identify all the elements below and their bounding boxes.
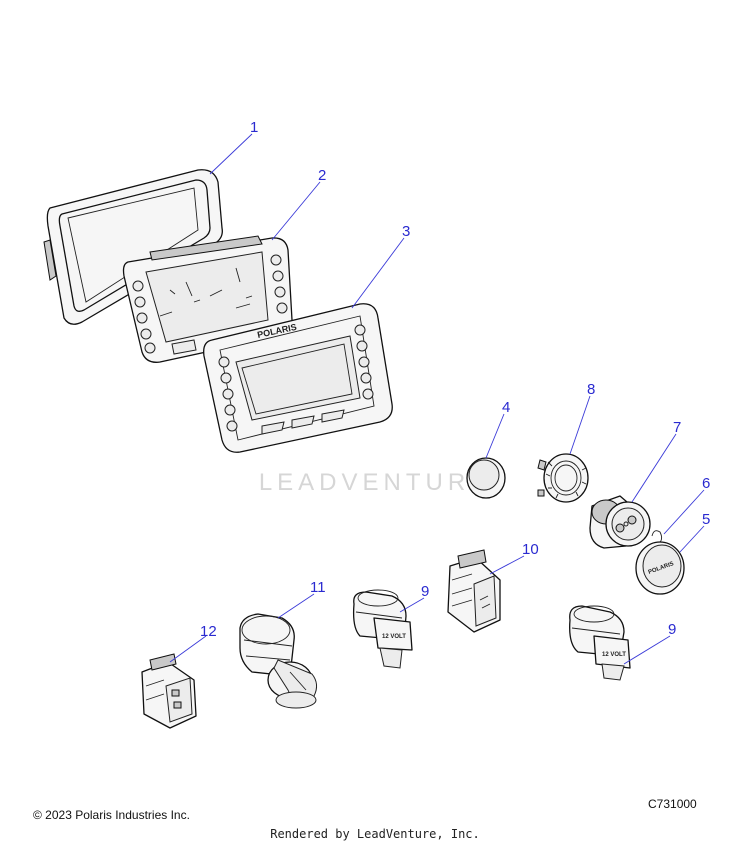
- part-7-power-socket: [589, 495, 651, 549]
- rendered-by-text: Rendered by LeadVenture, Inc.: [270, 827, 480, 841]
- part-4-cap: [466, 457, 506, 499]
- figure-code: C731000: [648, 797, 697, 811]
- callout-11: 11: [310, 579, 326, 596]
- part-5-6-socket-cap: POLARIS: [635, 530, 685, 595]
- callout-5: 5: [702, 511, 710, 528]
- leader-2: [271, 181, 321, 241]
- callout-9-left: 9: [421, 583, 429, 600]
- callout-numbers: 1 2 3 4 8 7 6 5 10 11 9 9 12: [200, 119, 710, 640]
- callout-9-right: 9: [668, 621, 676, 638]
- callout-4: 4: [502, 399, 510, 416]
- callout-2: 2: [318, 167, 326, 184]
- part-11-ignition-switch: [239, 613, 318, 709]
- part-9-outlet-left: 12 VOLT: [352, 589, 413, 669]
- outlet-label-right: 12 VOLT: [602, 652, 626, 658]
- leader-8: [569, 395, 591, 455]
- leader-12: [169, 635, 207, 663]
- leader-lines: [169, 133, 705, 665]
- callout-10: 10: [522, 541, 539, 558]
- part-12-small-switch: [141, 653, 197, 729]
- leader-11: [277, 593, 315, 619]
- leader-9a: [399, 597, 425, 613]
- leader-3: [351, 237, 405, 309]
- callout-7: 7: [673, 419, 681, 436]
- leader-10: [489, 555, 525, 575]
- part-10-rocker-switch: [447, 549, 501, 633]
- leader-6: [663, 489, 705, 535]
- leader-7: [631, 433, 677, 503]
- callout-1: 1: [250, 119, 258, 136]
- part-8-nut: [537, 453, 589, 503]
- callout-6: 6: [702, 475, 710, 492]
- leader-9b: [623, 635, 671, 665]
- part-9-outlet-right: 12 VOLT: [569, 605, 631, 681]
- copyright-text: © 2023 Polaris Industries Inc.: [33, 808, 190, 822]
- part-3-front-bezel: POLARIS: [203, 303, 393, 453]
- callout-3: 3: [402, 223, 410, 240]
- callout-12: 12: [200, 623, 217, 640]
- leader-5: [679, 525, 705, 553]
- outlet-label-left: 12 VOLT: [382, 634, 406, 640]
- part-1-bezel: [43, 169, 223, 325]
- leader-1: [209, 133, 253, 175]
- leader-4: [485, 413, 505, 459]
- callout-8: 8: [587, 381, 595, 398]
- watermark-text: LEADVENTURE: [258, 469, 492, 496]
